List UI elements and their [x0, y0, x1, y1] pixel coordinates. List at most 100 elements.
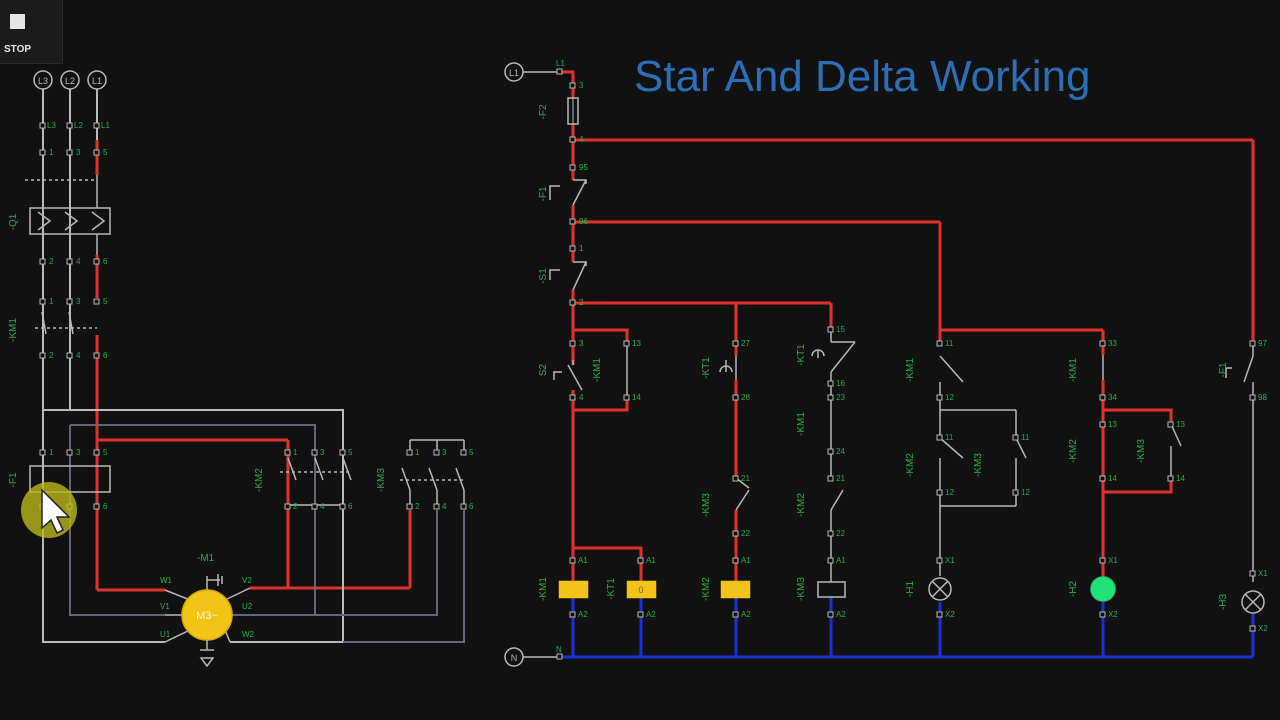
device-label-f1: -F1 [8, 472, 19, 487]
pin-label: 27 [741, 339, 750, 348]
pin-label: 11 [945, 339, 954, 348]
pin-label: 22 [836, 529, 845, 538]
motor-terminal-label: V1 [160, 602, 170, 611]
pin-label: 5 [103, 297, 108, 306]
pin-label: L2 [74, 121, 83, 130]
pin-label: 2 [49, 257, 54, 266]
pin-label: 21 [836, 474, 845, 483]
pin-label: 24 [836, 447, 845, 456]
control-pins [556, 68, 1256, 660]
pin-label: X2 [1108, 610, 1118, 619]
pin-label: A2 [741, 610, 751, 619]
device-label-q1: -Q1 [8, 213, 19, 230]
stop-icon [10, 14, 25, 29]
device-label-km2: -KM2 [254, 468, 265, 492]
supply-label: L1 [509, 68, 519, 78]
pin-label: A1 [836, 556, 846, 565]
device-label-f2: -F2 [538, 104, 549, 119]
pin-label: 4 [442, 502, 447, 511]
device-label-h1: -H1 [905, 581, 916, 598]
pin-label: 97 [1258, 339, 1267, 348]
coil-km2 [720, 580, 751, 599]
pin-label: 2 [293, 502, 298, 511]
motor-terminal-label: U2 [242, 602, 253, 611]
pin-label: 14 [1108, 474, 1117, 483]
device-label-km2-h1: -KM2 [905, 453, 916, 477]
pin-label: 3 [76, 297, 81, 306]
pin-label: X1 [945, 556, 955, 565]
pin-label: 5 [103, 148, 108, 157]
pin-label: 28 [741, 393, 750, 402]
device-label-km2-h2: -KM2 [1068, 439, 1079, 463]
motor-symbol-label: M3~ [196, 610, 218, 622]
pin-label: A2 [646, 610, 656, 619]
pin-label: 4 [579, 135, 584, 144]
pin-label: 13 [632, 339, 641, 348]
device-label-kt1-coil: -KT1 [606, 578, 617, 600]
device-label-km1-c: -KM1 [796, 412, 807, 436]
pin-label: 1 [49, 448, 54, 457]
pin-label: 1 [293, 448, 298, 457]
coil-km1 [558, 580, 589, 599]
device-label-m1: -M1 [197, 553, 215, 564]
device-label-km3-h1: -KM3 [973, 453, 984, 477]
pin-label: 4 [320, 502, 325, 511]
pin-label: 3 [579, 81, 584, 90]
pin-label: 34 [1108, 393, 1117, 402]
device-label-km1: -KM1 [8, 318, 19, 342]
pin-label: 6 [103, 257, 108, 266]
pin-label: 96 [579, 217, 588, 226]
kt1-timer-readout: 0 [638, 585, 643, 595]
pin-label: 11 [945, 433, 954, 442]
pin-label: 2 [415, 502, 420, 511]
pin-label: 14 [1176, 474, 1185, 483]
pin-label: 22 [741, 529, 750, 538]
pin-label: X1 [1108, 556, 1118, 565]
pin-label: 11 [1021, 433, 1030, 442]
device-label-f1-h3: -F1 [1218, 362, 1229, 377]
pin-label: 3 [579, 339, 584, 348]
coil-kt1 [626, 580, 657, 599]
pin-label: 2 [579, 298, 584, 307]
pin-label: 21 [741, 474, 750, 483]
pin-label: 1 [49, 297, 54, 306]
pin-label: 15 [836, 325, 845, 334]
pin-label: 14 [632, 393, 641, 402]
phase-label-l3: L3 [38, 76, 48, 86]
pin-label: 1 [415, 448, 420, 457]
pin-label: 6 [469, 502, 474, 511]
device-label-s2: S2 [538, 363, 549, 376]
control-circuit [504, 62, 1265, 667]
pin-label: 4 [76, 351, 81, 360]
pin-label: X2 [945, 610, 955, 619]
pin-label: 6 [103, 351, 108, 360]
device-label-km1-h1: -KM1 [905, 358, 916, 382]
pin-label: X1 [1258, 569, 1268, 578]
device-label-km3: -KM3 [376, 468, 387, 492]
lamp-h3 [1241, 590, 1265, 614]
device-label-km1-hold: -KM1 [592, 358, 603, 382]
return-label: N [511, 653, 518, 663]
pin-label: 1 [49, 148, 54, 157]
pin-label: 12 [945, 488, 954, 497]
pin-label: A1 [741, 556, 751, 565]
mouse-cursor-icon [21, 482, 77, 538]
pin-label: 13 [1176, 420, 1185, 429]
pin-label: 23 [836, 393, 845, 402]
device-label-h3: -H3 [1218, 594, 1229, 611]
pin-label: 5 [103, 448, 108, 457]
device-label-f1-control: -F1 [538, 186, 549, 201]
pin-label: L3 [47, 121, 56, 130]
device-label-km2-coil: -KM2 [701, 577, 712, 601]
pin-label: A2 [836, 610, 846, 619]
device-label-km3-il: -KM3 [701, 493, 712, 517]
pin-label: 3 [76, 148, 81, 157]
pin-label: 5 [348, 448, 353, 457]
pin-label: A2 [578, 610, 588, 619]
pin-label: 12 [1021, 488, 1030, 497]
pin-label: 95 [579, 163, 588, 172]
pin-label: 2 [49, 351, 54, 360]
pin-label: 16 [836, 379, 845, 388]
stop-button[interactable]: STOP [0, 0, 63, 64]
pin-label: L1 [101, 121, 110, 130]
